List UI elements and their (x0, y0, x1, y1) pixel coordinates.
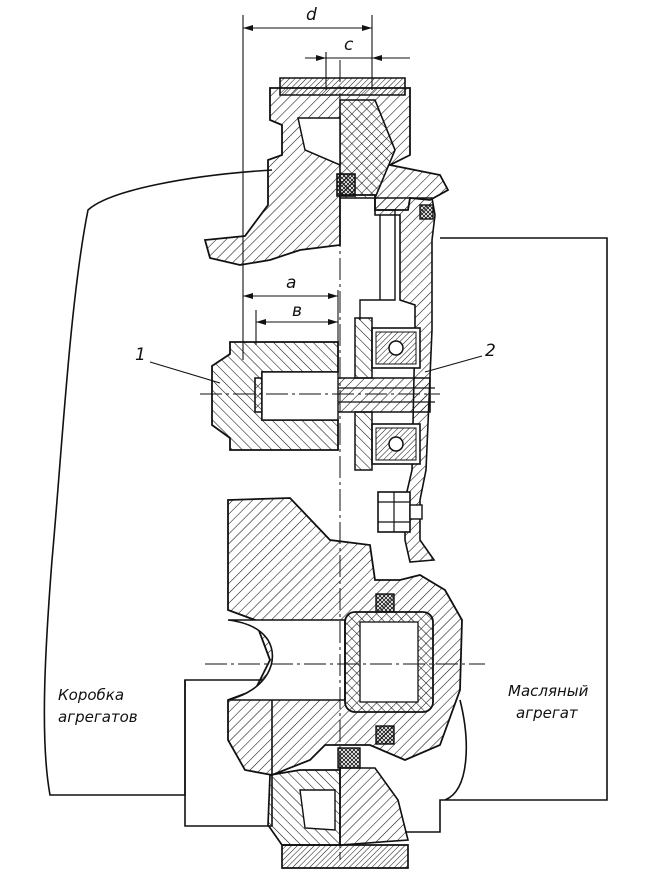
dimension-arrows (243, 25, 382, 325)
gearbox-caption-line2: агрегатов (58, 708, 138, 726)
oil-unit-housing-outline (405, 237, 608, 833)
top-seal (336, 173, 356, 197)
gearbox-housing-outline (43, 169, 273, 796)
bearing-housing-upper (354, 317, 373, 379)
dim-c-label: c (344, 35, 354, 55)
oil-unit-cover (374, 197, 436, 563)
dim-d-label: d (306, 5, 317, 25)
dim-a-label: a (286, 273, 296, 293)
mid-seal-upper (375, 593, 395, 613)
lower-cross-bore (227, 619, 346, 701)
top-gear-ring (279, 77, 406, 96)
cover-seal (419, 204, 434, 220)
oil-unit-caption-line2: агрегат (516, 704, 579, 722)
bottom-gear-ring (281, 844, 409, 869)
leader-lines (149, 355, 483, 384)
center-lines (200, 60, 485, 860)
bottom-bevel-gear (339, 767, 410, 846)
dim-b-label: в (292, 301, 302, 321)
lower-bearing-ball (388, 436, 404, 452)
callout-2: 2 (485, 341, 496, 361)
gearbox-caption-line1: Коробка (58, 686, 124, 704)
callout-1: 1 (135, 345, 146, 365)
cover-cup (359, 209, 396, 320)
oil-unit-caption-line1: Масляный (508, 682, 589, 700)
mid-seal-lower (375, 725, 395, 745)
hub-bore (261, 371, 339, 421)
upper-bearing-ball (388, 340, 404, 356)
dimension-lines (242, 15, 410, 360)
bottom-gear-inner (299, 789, 336, 831)
coupling-bore (359, 621, 419, 703)
bolt (377, 491, 423, 533)
bearing-housing-lower (354, 411, 373, 471)
bottom-seal (337, 747, 361, 769)
